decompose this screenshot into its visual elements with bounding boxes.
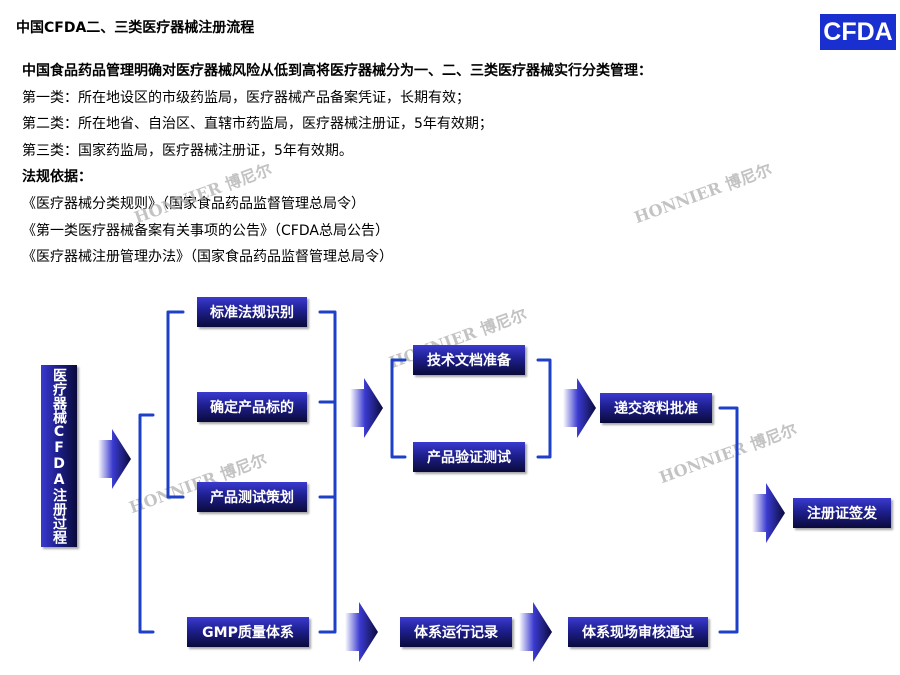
step-test-plan: 产品测试策划 — [197, 482, 307, 512]
bracket-left-upper — [166, 310, 185, 499]
step-tech-docs: 技术文档准备 — [413, 345, 525, 375]
step-standards: 标准法规识别 — [197, 297, 307, 327]
bracket-left-mid — [390, 358, 407, 459]
intro-heading: 中国食品药品管理明确对医疗器械风险从低到高将医疗器械分为一、二、三类医疗器械实行… — [22, 63, 652, 79]
step-audit: 体系现场审核通过 — [568, 617, 708, 647]
bracket-left-lower — [138, 413, 155, 634]
intro-text: 中国食品药品管理明确对医疗器械风险从低到高将医疗器械分为一、二、三类医疗器械实行… — [22, 58, 652, 271]
bracket-right-upper — [318, 310, 337, 499]
step-gmp: GMP质量体系 — [187, 617, 309, 647]
class-one-line: 第一类：所在地设区的市级药监局，医疗器械产品备案凭证，长期有效； — [22, 89, 470, 106]
arrow-right-icon — [519, 602, 552, 662]
start-node: 医疗器械CFDA注册过程 — [41, 365, 77, 547]
regulation-item: 《医疗器械注册管理办法》（国家食品药品监督管理总局令） — [22, 249, 393, 266]
arrow-right-icon — [98, 429, 131, 489]
regulation-item: 《医疗器械分类规则》（国家食品药品监督管理总局令） — [22, 195, 365, 212]
arrow-right-icon — [350, 378, 383, 438]
step-submit: 递交资料批准 — [600, 393, 712, 423]
class-three-line: 第三类：国家药监局，医疗器械注册证，5年有效期。 — [22, 142, 353, 159]
arrow-right-icon — [752, 483, 785, 543]
regulation-item: 《第一类医疗器械备案有关事项的公告》（CFDA总局公告） — [22, 222, 389, 239]
step-product: 确定产品标的 — [197, 392, 307, 422]
cfda-logo: CFDA — [820, 14, 896, 50]
end-node: 注册证签发 — [793, 498, 891, 528]
bracket-right-final — [718, 406, 739, 634]
regulation-heading: 法规依据： — [22, 169, 92, 186]
step-records: 体系运行记录 — [400, 617, 512, 647]
step-verification: 产品验证测试 — [413, 442, 525, 472]
class-two-line: 第二类：所在地省、自治区、直辖市药监局，医疗器械注册证，5年有效期； — [22, 116, 493, 133]
bracket-right-gmp — [318, 400, 337, 634]
arrow-right-icon — [563, 378, 596, 438]
bracket-right-mid — [536, 358, 552, 459]
page-title: 中国CFDA二、三类医疗器械注册流程 — [16, 20, 255, 36]
arrow-right-icon — [345, 602, 378, 662]
